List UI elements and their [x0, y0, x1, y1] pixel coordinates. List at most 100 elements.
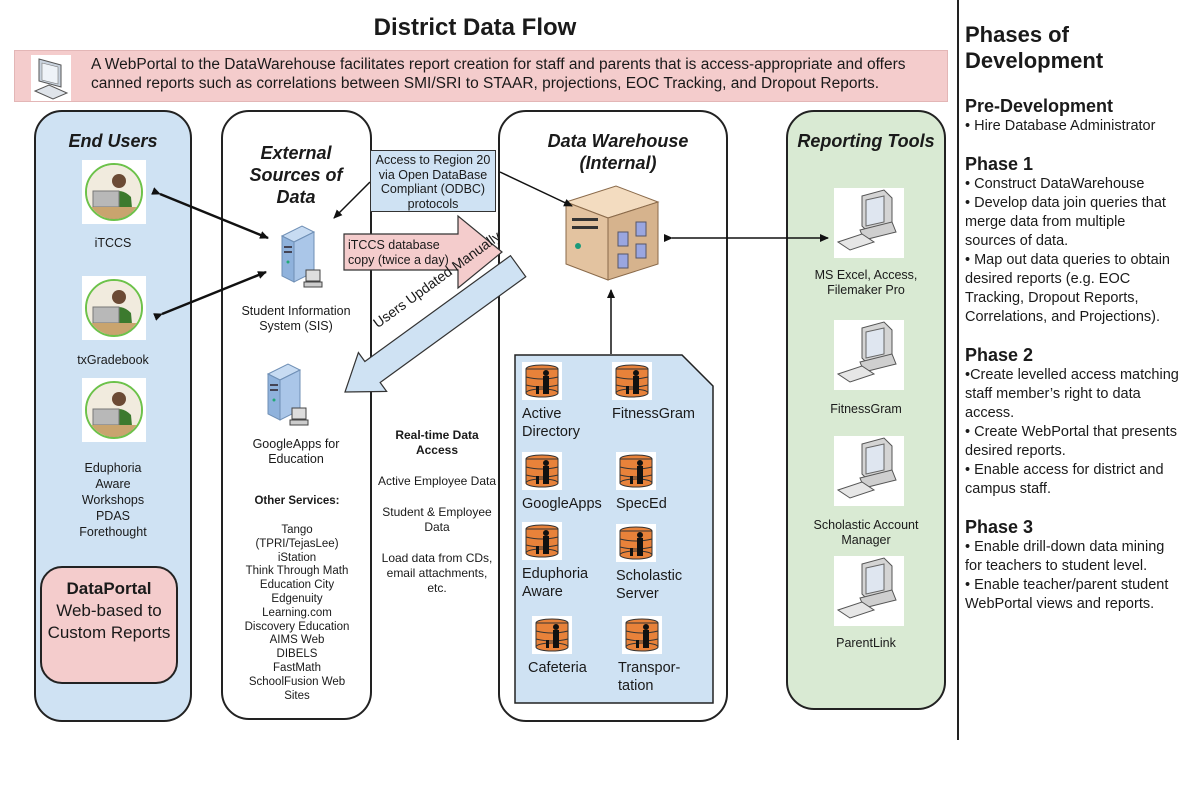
other-services-title: Other Services:	[254, 495, 340, 507]
phases-divider	[957, 0, 959, 740]
data-warehouse-title: Data Warehouse (Internal)	[547, 131, 689, 173]
diagram-title: District Data Flow	[373, 14, 577, 41]
realtime-access-text: Real-time Data Access Active Employee Da…	[376, 428, 498, 612]
phase-bullet: • Hire Database Administrator	[965, 118, 1156, 134]
database-item: FitnessGram	[612, 362, 704, 423]
users-updated-arrow	[344, 254, 527, 393]
database-item: Scholastic Server	[616, 524, 708, 603]
other-service-item: Think Through Math	[245, 565, 349, 578]
phase-heading: Phase 3	[965, 517, 1034, 537]
phases-title: Phases of Development	[965, 22, 1104, 73]
phase-bullet: • Develop data join queries that merge d…	[965, 195, 1166, 249]
phase-heading: Pre-Development	[965, 96, 1114, 116]
database-label: Scholastic Server	[616, 568, 683, 602]
phase-heading: Phase 2	[965, 345, 1034, 365]
database-icon	[616, 524, 656, 562]
realtime-item: Student & Employee Data	[382, 505, 492, 534]
desktop-computer-icon	[834, 556, 904, 626]
database-icon	[612, 362, 652, 400]
other-service-item: iStation	[277, 551, 317, 564]
reporting-tool-label: ParentLink	[836, 636, 896, 650]
itccs-copy-label: iTCCS database copy (twice a day)	[348, 238, 449, 267]
phase-section: Phase 2•Create levelled access matching …	[965, 345, 1180, 499]
phase-bullet: • Enable drill-down data mining for teac…	[965, 539, 1165, 574]
database-label: Eduphoria Aware	[522, 566, 589, 600]
user-laptop-icon	[82, 276, 146, 340]
database-label: Transpor-tation	[618, 660, 681, 694]
realtime-heading: Real-time Data Access	[395, 428, 479, 457]
database-icon	[532, 616, 572, 654]
arrow-itccs-sis	[151, 187, 269, 240]
dataportal-subtitle: Web-based to Custom Reports	[47, 601, 171, 642]
phases-of-development: Phases of Development Pre-Development • H…	[965, 22, 1180, 632]
arrow-odbc-sis	[333, 181, 371, 219]
other-service-item: Education City	[259, 579, 335, 592]
realtime-item: Load data from CDs, email attachments, e…	[381, 551, 493, 595]
phase-heading: Phase 1	[965, 154, 1034, 174]
other-service-item: (TPRI/TejasLee)	[255, 537, 339, 550]
database-icon	[522, 452, 562, 490]
other-service-item: Discovery Education	[244, 620, 350, 633]
arrow-txgradebook-sis	[153, 270, 267, 321]
desktop-computer-icon	[834, 320, 904, 390]
phase-section: Pre-Development • Hire Database Administr…	[965, 96, 1180, 136]
other-service-item: Edgenuity	[271, 592, 323, 605]
database-label: GoogleApps	[522, 496, 602, 512]
desktop-computer-icon	[834, 188, 904, 258]
database-label: Active Directory	[522, 406, 581, 440]
other-service-item: Learning.com	[262, 606, 332, 619]
other-service-item: Sites	[284, 689, 310, 702]
database-item: GoogleApps	[522, 452, 614, 513]
reporting-tool-label: MS Excel, Access, Filemaker Pro	[814, 268, 918, 297]
desktop-computer-icon	[834, 436, 904, 506]
server-label: Student Information System (SIS)	[241, 304, 351, 333]
phase-bullet: • Map out data queries to obtain desired…	[965, 252, 1170, 325]
database-icon	[522, 522, 562, 560]
realtime-item: Active Employee Data	[377, 474, 497, 488]
database-item: Cafeteria	[528, 616, 620, 677]
itccs-copy-arrow	[343, 214, 503, 290]
webportal-banner: A WebPortal to the DataWarehouse facilit…	[14, 50, 948, 102]
database-icon	[616, 452, 656, 490]
reporting-tools-title: Reporting Tools	[797, 131, 935, 151]
odbc-access-box: Access to Region 20 via Open DataBase Co…	[370, 150, 496, 212]
other-service-item: Tango	[281, 524, 313, 536]
other-service-item: FastMath	[273, 661, 321, 674]
phase-bullet: • Construct DataWarehouse	[965, 176, 1145, 192]
reporting-tool-label: Scholastic Account Manager	[813, 518, 919, 547]
database-icon	[522, 362, 562, 400]
phase-bullet: • Create WebPortal that presents desired…	[965, 424, 1177, 459]
database-item: Active Directory	[522, 362, 614, 441]
warehouse-server-icon	[560, 180, 664, 284]
arrow-odbc-warehouse	[499, 171, 573, 207]
reporting-tool-label: FitnessGram	[830, 402, 902, 416]
dataportal-title: DataPortal	[66, 579, 152, 598]
other-service-item: DIBELS	[276, 648, 318, 661]
other-service-item: SchoolFusion Web	[248, 675, 346, 688]
end-user-label: txGradebook	[77, 353, 149, 367]
computer-monitor-icon	[31, 55, 71, 101]
dataportal-box[interactable]: DataPortal Web-based to Custom Reports	[40, 566, 178, 684]
phase-section: Phase 3• Enable drill-down data mining f…	[965, 517, 1180, 614]
phase-bullet: • Enable access for district and campus …	[965, 462, 1164, 497]
user-laptop-icon	[82, 378, 146, 442]
server-icon	[276, 222, 326, 294]
database-label: Cafeteria	[528, 660, 587, 676]
server-label: GoogleApps for Education	[252, 437, 340, 466]
database-item: Eduphoria Aware	[522, 522, 614, 601]
banner-text: A WebPortal to the DataWarehouse facilit…	[91, 56, 906, 92]
end-user-label: iTCCS	[94, 236, 132, 250]
user-laptop-icon	[82, 160, 146, 224]
external-sources-title: External Sources of Data	[249, 143, 343, 207]
database-label: FitnessGram	[612, 406, 695, 422]
database-item: Transpor-tation	[618, 616, 710, 695]
database-label: SpecEd	[616, 496, 667, 512]
database-icon	[622, 616, 662, 654]
phase-bullet: •Create levelled access matching staff m…	[965, 367, 1179, 421]
other-service-item: AIMS Web	[269, 634, 325, 647]
server-icon	[262, 360, 312, 432]
phase-bullet: • Enable teacher/parent student WebPorta…	[965, 577, 1169, 612]
end-user-label: Eduphoria Aware Workshops PDAS Forethoug…	[79, 461, 147, 539]
